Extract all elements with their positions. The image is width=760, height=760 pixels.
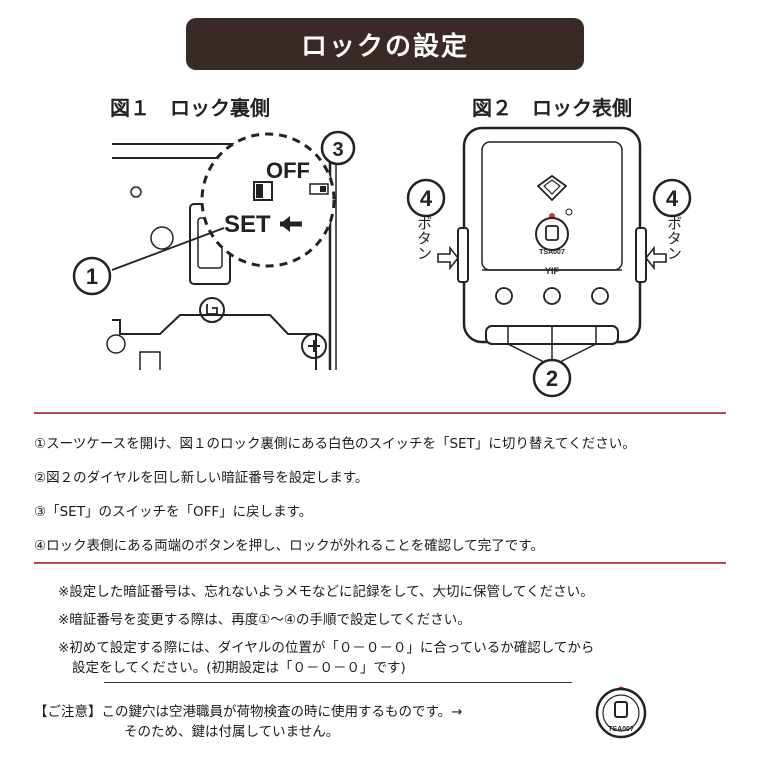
step-2: ②図２のダイヤルを回し新しい暗証番号を設定します。 [34,470,369,486]
tsa-lock-icon: TSA007 [595,686,647,739]
note-1: ※設定した暗証番号は、忘れないようメモなどに記録をして、大切に保管してください。 [58,584,594,600]
note-3-cont: 設定をしてください。(初期設定は「０－０－０」です) [72,660,406,676]
brand-label: YIF [545,266,560,276]
button-label-left: ボタン [415,216,433,261]
button-label-right: ボタン [665,216,683,261]
divider-bottom [34,562,726,564]
step-1: ①スーツケースを開け、図１のロック裏側にある白色のスイッチを「SET」に切り替え… [34,436,636,452]
note-2: ※暗証番号を変更する際は、再度①〜④の手順で設定してください。 [58,612,471,628]
set-label: SET [224,211,271,238]
num-3-label: 3 [332,139,343,161]
num-2-label: 2 [546,366,558,391]
caution-line-2: そのため、鍵は付属していません。 [124,724,340,740]
num-4-left-label: 4 [420,186,433,211]
caution-divider [104,682,572,683]
num-1-label: 1 [86,264,98,289]
tsa-badge-label: TSA007 [608,726,634,733]
divider-top [34,412,726,414]
figure1-diagram: OFF SET 1 3 [72,130,356,370]
figure2-diagram: TSA007 YIF 4 4 ボタン ボタン 2 [406,126,692,398]
off-label: OFF [266,158,310,183]
step-3: ③「SET」のスイッチを「OFF」に戻します。 [34,504,313,520]
tsa-label: TSA007 [539,249,565,256]
note-3: ※初めて設定する際には、ダイヤルの位置が「０－０－０」に合っているか確認してから [58,640,595,656]
figure2-title: 図２ ロック表側 [472,96,632,120]
num-4-right-label: 4 [666,186,679,211]
step-4: ④ロック表側にある両端のボタンを押し、ロックが外れることを確認して完了です。 [34,538,544,554]
caution-line-1: 【ご注意】この鍵穴は空港職員が荷物検査の時に使用するものです。→ [34,704,463,720]
page-title: ロックの設定 [186,18,584,70]
figure1-title: 図１ ロック裏側 [110,96,270,120]
